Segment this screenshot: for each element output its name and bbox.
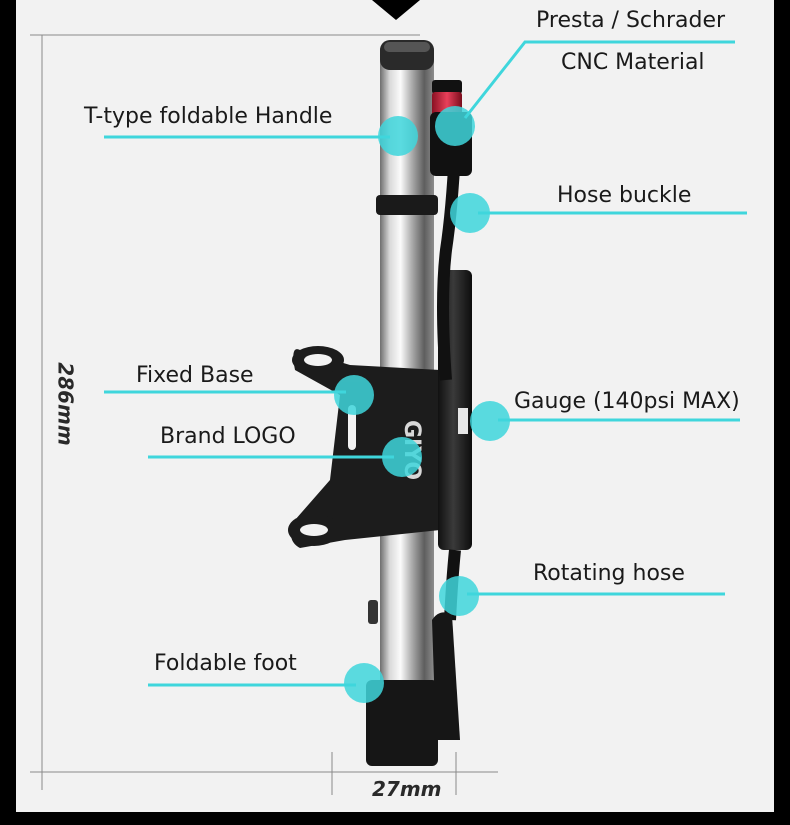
hose <box>437 149 461 381</box>
callout-lines <box>104 40 747 687</box>
pump-foot <box>366 600 460 766</box>
height-dimension: 286mm <box>53 362 78 446</box>
label-hose-buckle: Hose buckle <box>557 183 692 208</box>
callout-markers <box>334 106 510 703</box>
label-valve-line1: Presta / Schrader <box>536 8 726 33</box>
label-fixed-base: Fixed Base <box>136 363 254 388</box>
label-gauge: Gauge (140psi MAX) <box>514 389 740 414</box>
label-valve-line2: CNC Material <box>561 50 705 75</box>
width-dimension: 27mm <box>372 777 442 801</box>
top-notch <box>372 0 420 20</box>
label-foldable-foot: Foldable foot <box>154 651 297 676</box>
handle-band <box>376 195 438 215</box>
label-brand-logo: Brand LOGO <box>160 424 296 449</box>
label-handle: T-type foldable Handle <box>84 104 333 129</box>
fixed-base-bracket: GIYO <box>288 346 440 548</box>
dimension-guides <box>30 34 498 795</box>
label-rotating-hose: Rotating hose <box>533 561 685 586</box>
